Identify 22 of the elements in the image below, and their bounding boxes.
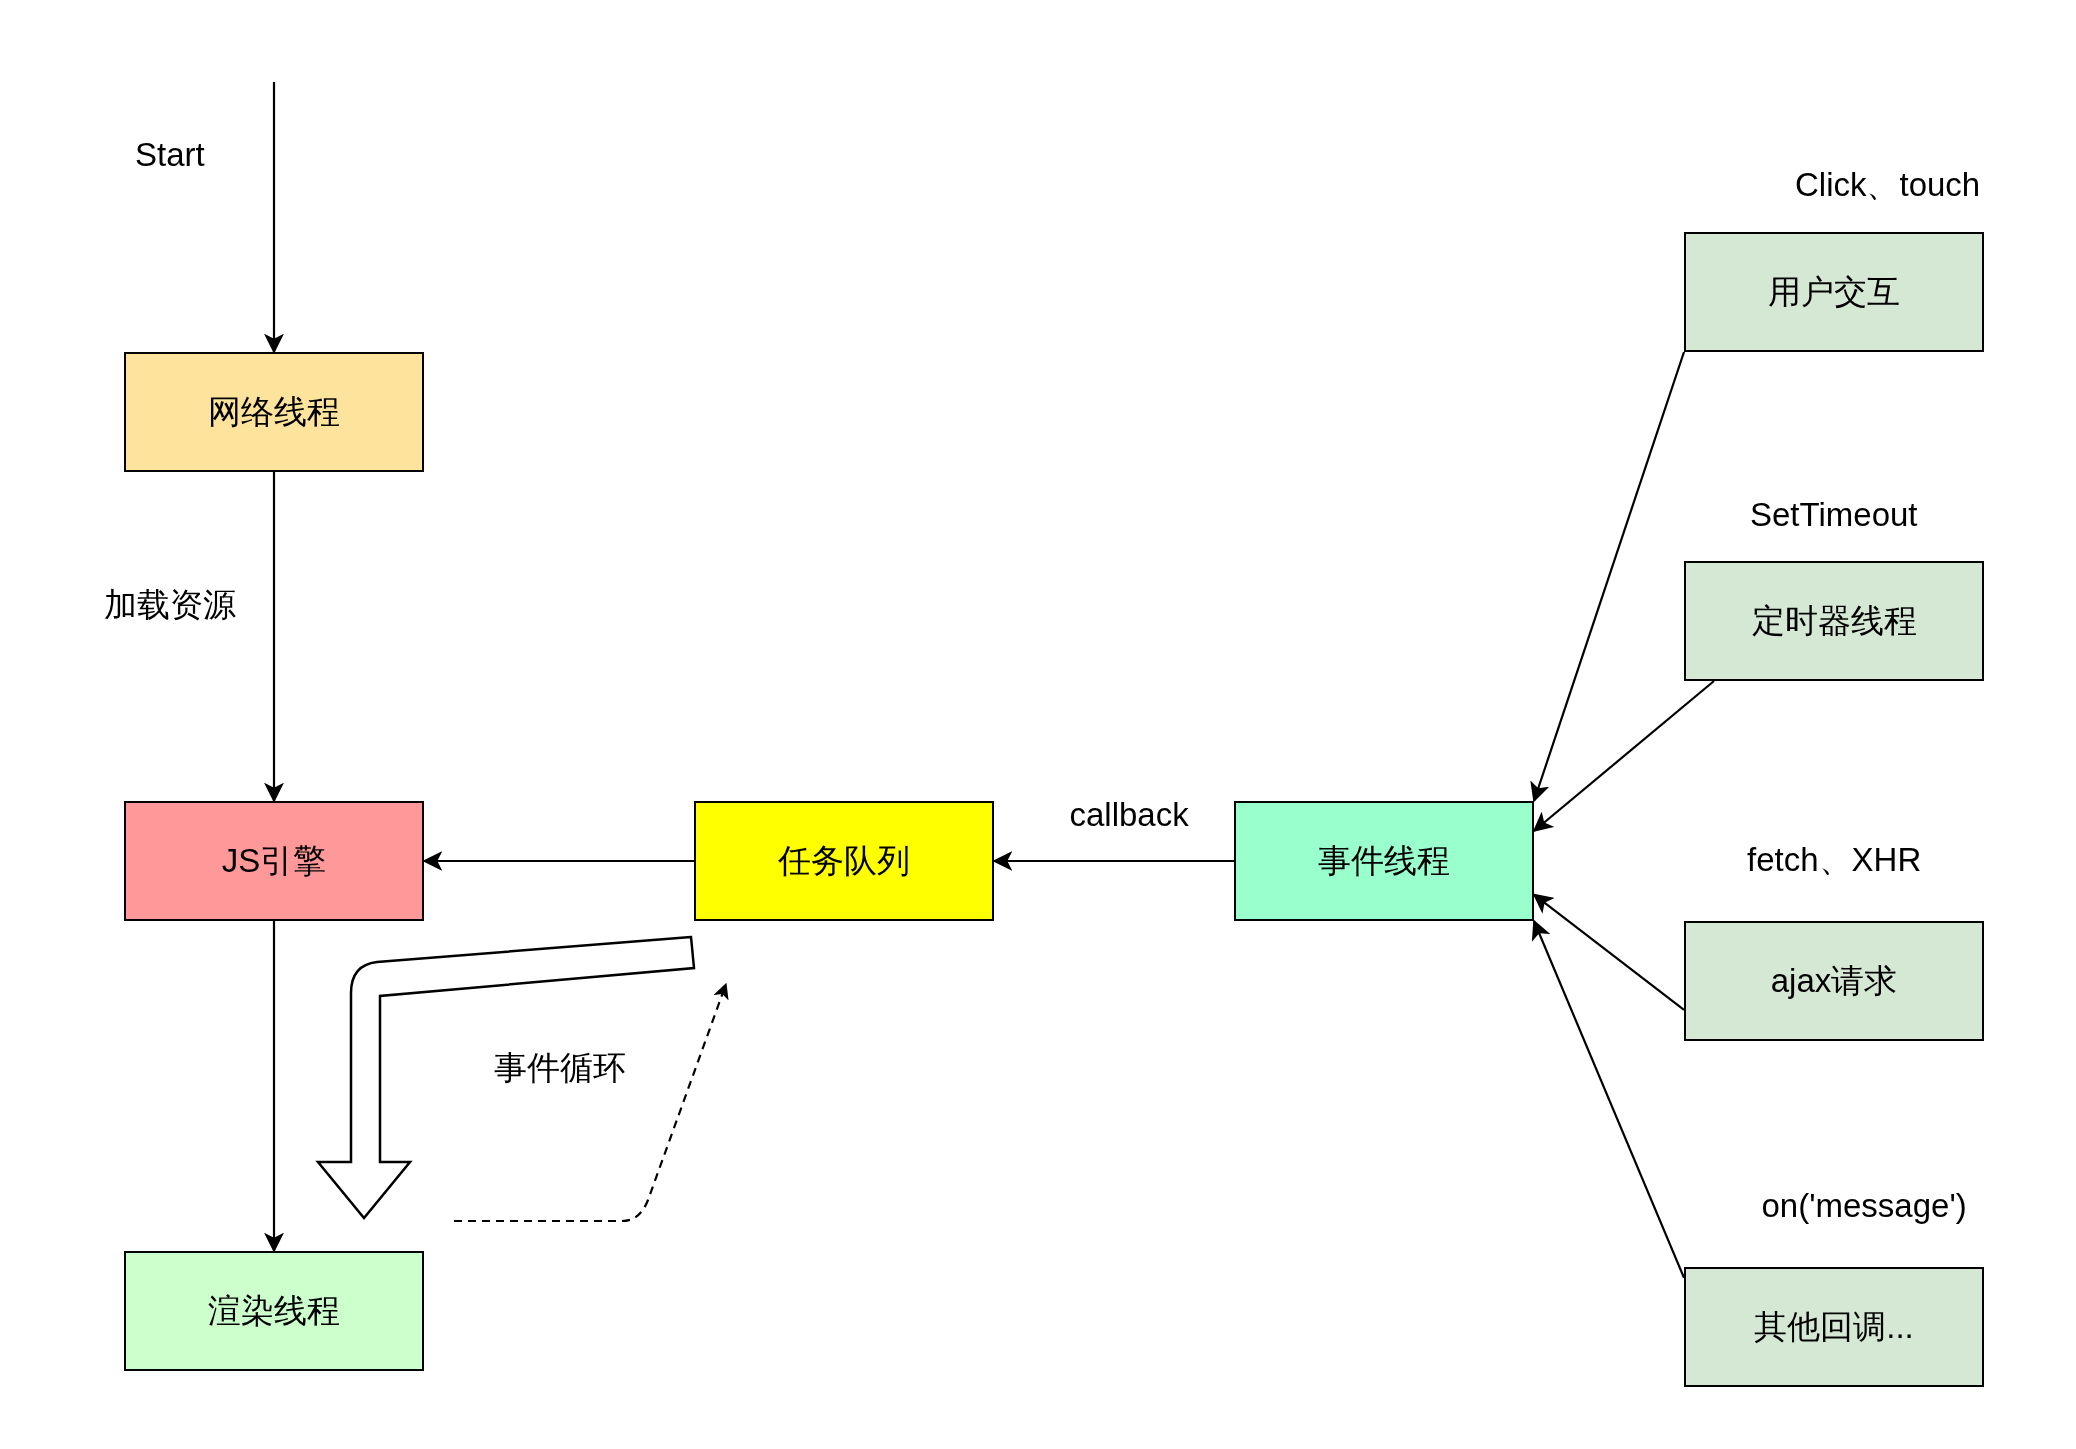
edge-label: Start	[135, 136, 205, 174]
event-loop-label: 事件循环	[494, 1047, 626, 1088]
edge-label: callback	[1069, 796, 1189, 834]
process-box: 任务队列	[694, 801, 994, 921]
process-box: JS引擎	[124, 801, 424, 921]
arrow	[264, 472, 284, 803]
process-box: 渲染线程	[124, 1251, 424, 1371]
arrow	[264, 82, 284, 354]
process-box: 事件线程	[1234, 801, 1534, 921]
event-source-label: on('message')	[1761, 1187, 1967, 1225]
event-source-label: SetTimeout	[1750, 496, 1918, 534]
process-box: 定时器线程	[1684, 561, 1984, 681]
arrow	[1531, 919, 1685, 1279]
event-source-label: fetch、XHR	[1747, 839, 1922, 880]
process-box: ajax请求	[1684, 921, 1984, 1041]
process-box: 其他回调...	[1684, 1267, 1984, 1387]
arrow	[1530, 351, 1686, 803]
arrow	[264, 921, 284, 1253]
process-box: 网络线程	[124, 352, 424, 472]
event-source-label: Click、touch	[1795, 164, 1981, 205]
process-box: 用户交互	[1684, 232, 1984, 352]
edge-label: 加载资源	[104, 584, 236, 625]
